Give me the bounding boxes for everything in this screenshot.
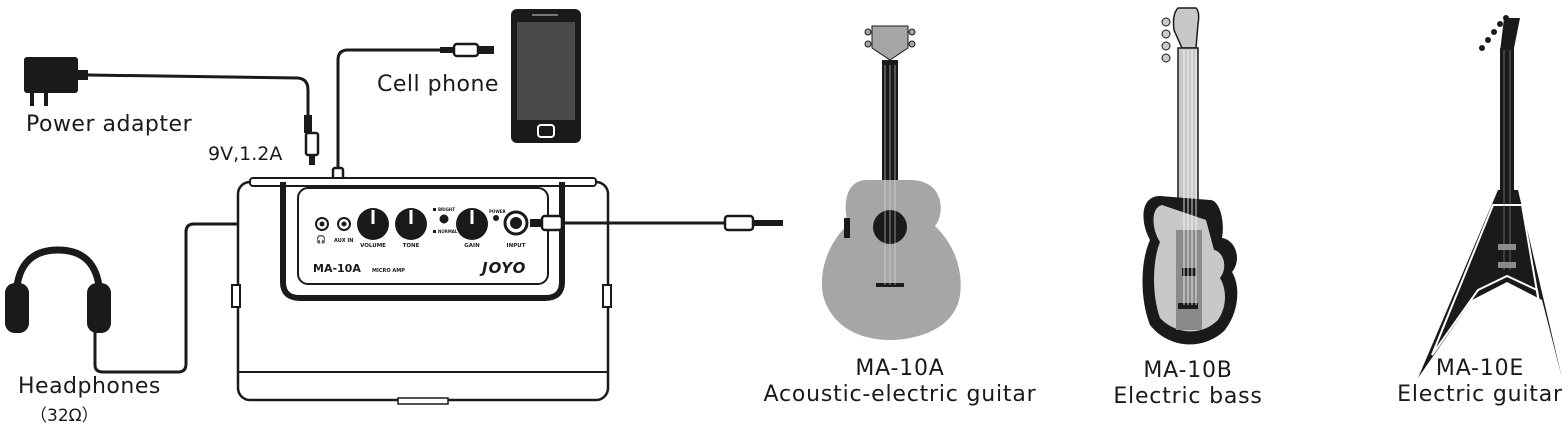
power-led xyxy=(493,215,499,221)
headphone-jack[interactable] xyxy=(315,217,329,231)
bass-guitar-icon xyxy=(1142,7,1238,345)
power-plug-icon xyxy=(304,115,320,165)
headphones-spec-label: （32Ω） xyxy=(30,406,99,426)
normal-label: NORMAL xyxy=(438,229,458,234)
amp-brand-logo: JOYO xyxy=(479,259,526,277)
tone-label: TONE xyxy=(403,243,420,249)
amp-model-label: MA-10A xyxy=(313,262,361,275)
input-jack[interactable] xyxy=(503,210,529,236)
power-label: POWER xyxy=(489,209,506,214)
instrument-model-ma10e: MA-10E xyxy=(1435,356,1525,381)
aux-in-jack[interactable] xyxy=(337,217,351,231)
volume-label: VOLUME xyxy=(360,243,386,249)
instrument-model-ma10b: MA-10B xyxy=(1143,358,1233,383)
cell-phone-icon xyxy=(511,9,581,143)
aux-cable xyxy=(336,48,440,168)
power-spec-label: 9V,1.2A xyxy=(208,143,283,165)
tone-knob[interactable] xyxy=(395,208,427,240)
headphones-label: Headphones xyxy=(18,374,161,399)
gain-label: GAIN xyxy=(464,243,480,249)
instrument-plug-icon xyxy=(723,214,783,232)
aux-in-label: AUX IN xyxy=(334,238,353,244)
instrument-name-ma10e: Electric guitar xyxy=(1397,382,1563,407)
phone-jack-plug-icon xyxy=(440,42,494,58)
instrument-name-ma10b: Electric bass xyxy=(1113,384,1263,409)
v-electric-guitar-icon xyxy=(1418,15,1562,378)
power-adapter-label: Power adapter xyxy=(26,112,193,137)
acoustic-guitar-icon xyxy=(821,25,961,340)
input-label: INPUT xyxy=(507,243,526,249)
power-cable xyxy=(87,73,310,115)
headphone-jack-label: 🎧 xyxy=(316,234,326,244)
cell-phone-label: Cell phone xyxy=(377,72,499,97)
instrument-model-ma10a: MA-10A xyxy=(855,356,945,381)
headphones-cable xyxy=(93,222,265,374)
amp-control-panel xyxy=(297,187,549,285)
amp-model-suffix: MICRO AMP xyxy=(372,268,405,274)
volume-knob[interactable] xyxy=(357,208,389,240)
amp-handle xyxy=(280,182,565,301)
bright-label: BRIGHT xyxy=(438,207,455,212)
headphones-icon xyxy=(5,246,111,333)
instrument-name-ma10a: Acoustic-electric guitar xyxy=(763,382,1037,407)
gain-knob[interactable] xyxy=(456,208,488,240)
power-adapter-icon xyxy=(24,57,88,106)
bright-normal-switch[interactable] xyxy=(433,208,449,233)
